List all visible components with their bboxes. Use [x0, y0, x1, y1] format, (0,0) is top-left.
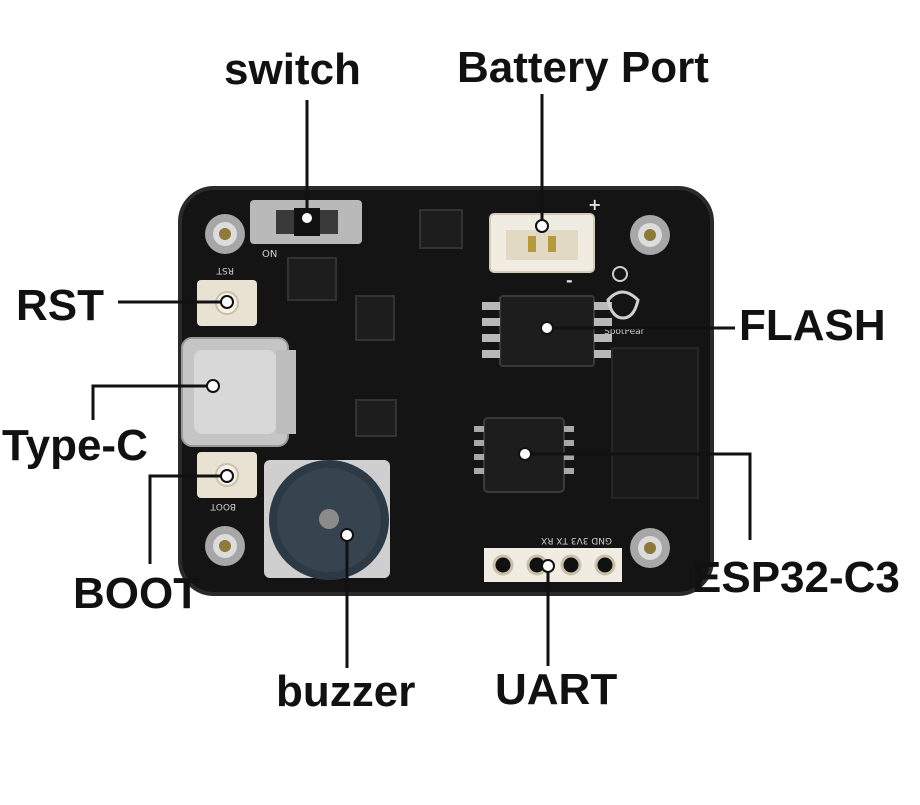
silk-on-label: ON — [262, 249, 277, 260]
smd-chip — [355, 399, 397, 437]
antenna-area — [611, 347, 699, 499]
silk-rst-label: RST — [216, 265, 234, 275]
mounting-hole-icon — [205, 526, 245, 566]
silk-boot-label: BOOT — [210, 501, 236, 511]
smd-chip — [287, 257, 337, 301]
buzzer-component — [264, 460, 390, 580]
silk-brand-label: SpotPear — [604, 327, 645, 337]
leader-lines — [91, 94, 752, 668]
type-c-label: Type-C — [2, 421, 148, 470]
silk-uart-pins-label: GND 3V3 TX RX — [541, 535, 612, 545]
silk-plus-label: + — [588, 195, 601, 214]
uart-label: UART — [495, 665, 618, 714]
mounting-hole-icon — [630, 528, 670, 568]
leader-endpoints — [206, 211, 555, 573]
esp32-leader-line — [525, 452, 752, 540]
esp32-c3-label: ESP32-C3 — [692, 553, 900, 602]
spotpear-logo-icon — [606, 266, 640, 320]
boot-leader-line — [148, 474, 227, 564]
rst-label: RST — [16, 281, 104, 330]
usb-type-c-port — [181, 337, 296, 447]
flash-label: FLASH — [739, 301, 886, 350]
mounting-hole-icon — [630, 215, 670, 255]
mounting-hole-icon — [205, 214, 245, 254]
boot-label: BOOT — [73, 569, 201, 618]
smd-chip — [419, 209, 463, 249]
buzzer-label: buzzer — [276, 667, 416, 716]
smd-chip — [355, 295, 395, 341]
switch-label: switch — [224, 45, 361, 94]
battery-port-label: Battery Port — [457, 43, 709, 92]
battery-connector — [489, 213, 595, 273]
type-c-leader-line — [91, 384, 213, 420]
silk-minus-label: - — [566, 271, 573, 290]
